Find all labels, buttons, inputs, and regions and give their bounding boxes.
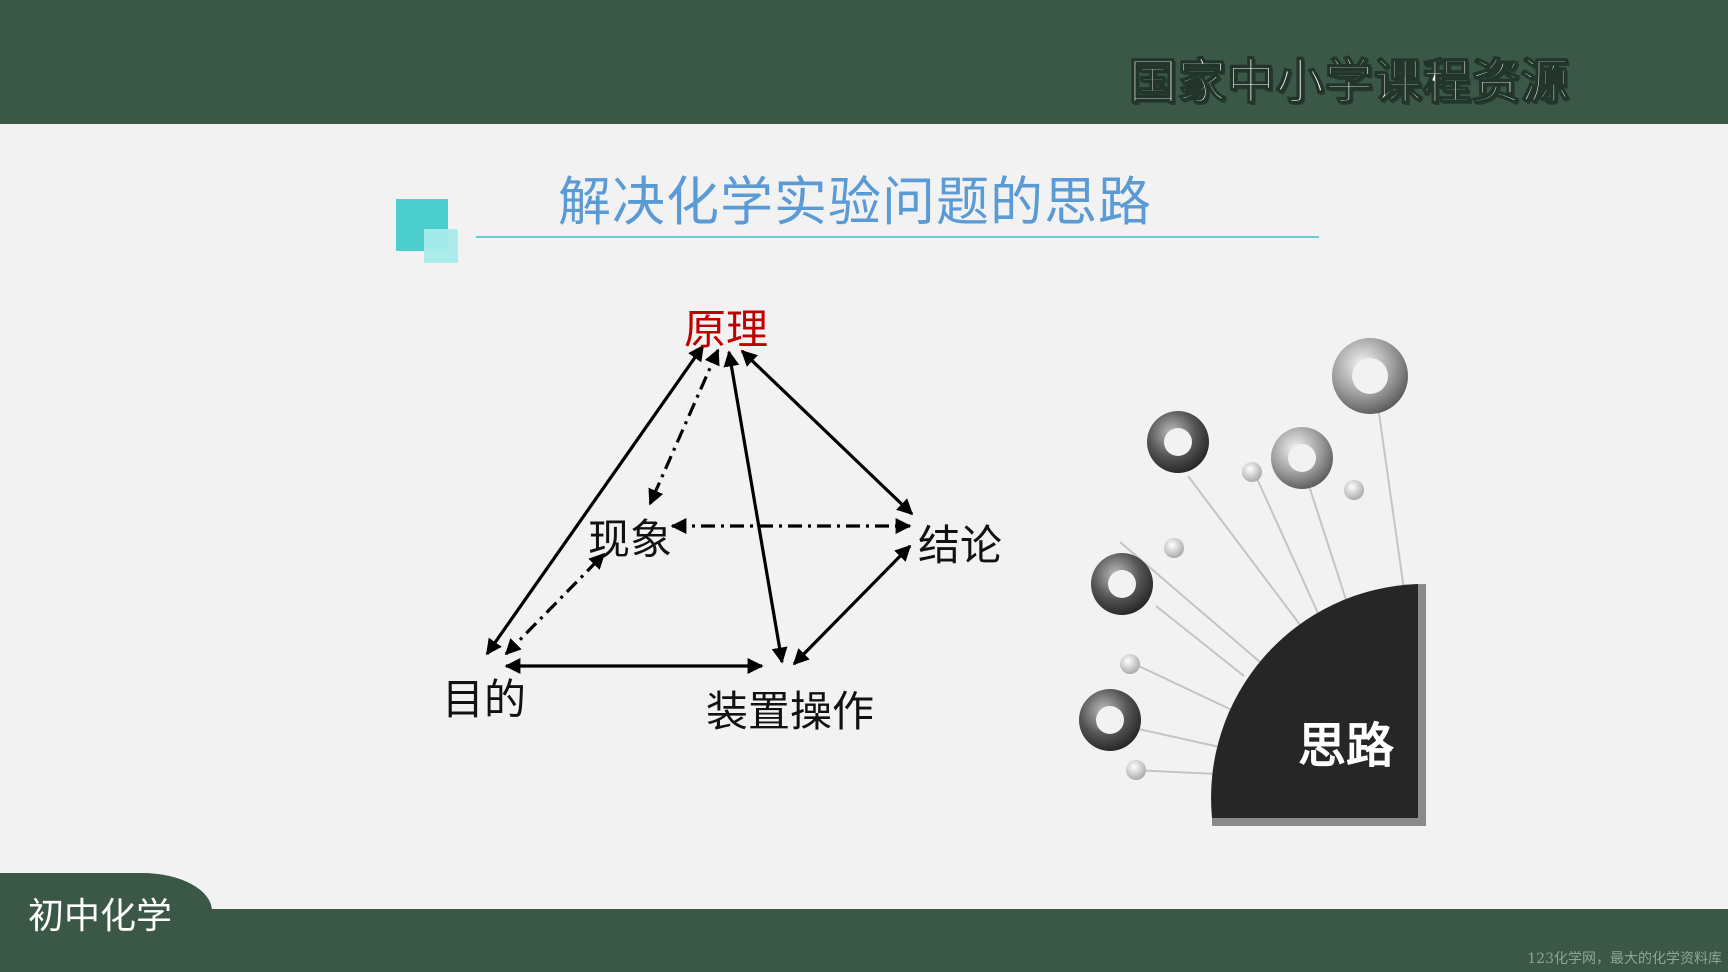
node-conclusion: 结论 <box>918 521 1003 570</box>
course-label: 初中化学 <box>28 896 173 937</box>
fan-spoke <box>1373 377 1407 605</box>
fan-spoke <box>1125 659 1237 713</box>
arrow-principle-purpose <box>485 344 705 656</box>
course-tab <box>0 873 212 972</box>
footer-bar <box>0 909 1728 972</box>
node-phenomenon: 现象 <box>588 515 673 564</box>
fan-graphic <box>1079 338 1426 826</box>
arrow-apparatus-conclusion <box>792 544 912 666</box>
fan-spoke <box>1253 471 1323 623</box>
page-title: 解决化学实验问题的思路 <box>558 172 1152 233</box>
arrow-principle-apparatus <box>723 350 788 664</box>
fan-spoke <box>1187 475 1305 631</box>
title-underline <box>476 236 1319 238</box>
brand-logo-text: 国家中小学课程资源 <box>1128 53 1570 111</box>
ring-icon <box>1079 689 1141 751</box>
node-principle: 原理 <box>684 305 769 354</box>
watermark-text: 123化学网，最大的化学资料库 <box>1527 951 1722 967</box>
arrow-principle-conclusion <box>740 349 914 516</box>
fan-spoke <box>1131 769 1219 775</box>
fan-spoke <box>1155 605 1245 677</box>
dot-icon <box>1120 654 1140 674</box>
decoration-square-light <box>424 229 458 263</box>
ring-icon <box>1091 553 1153 615</box>
ring-icon <box>1147 411 1209 473</box>
dot-icon <box>1242 462 1262 482</box>
fan-quarter <box>1211 584 1418 818</box>
ring-icon <box>1271 427 1333 489</box>
dot-icon <box>1126 760 1146 780</box>
ring-icon <box>1332 338 1408 414</box>
header-bar: 国家中小学课程资源 <box>0 0 1728 124</box>
dot-icon <box>1344 480 1364 500</box>
node-apparatus: 装置操作 <box>706 687 875 736</box>
arrow-purpose-phenomenon <box>504 552 606 656</box>
fan-label: 思路 <box>1298 718 1395 774</box>
title-decoration-icon <box>396 199 460 265</box>
node-purpose: 目的 <box>442 675 527 724</box>
dot-icon <box>1164 538 1184 558</box>
